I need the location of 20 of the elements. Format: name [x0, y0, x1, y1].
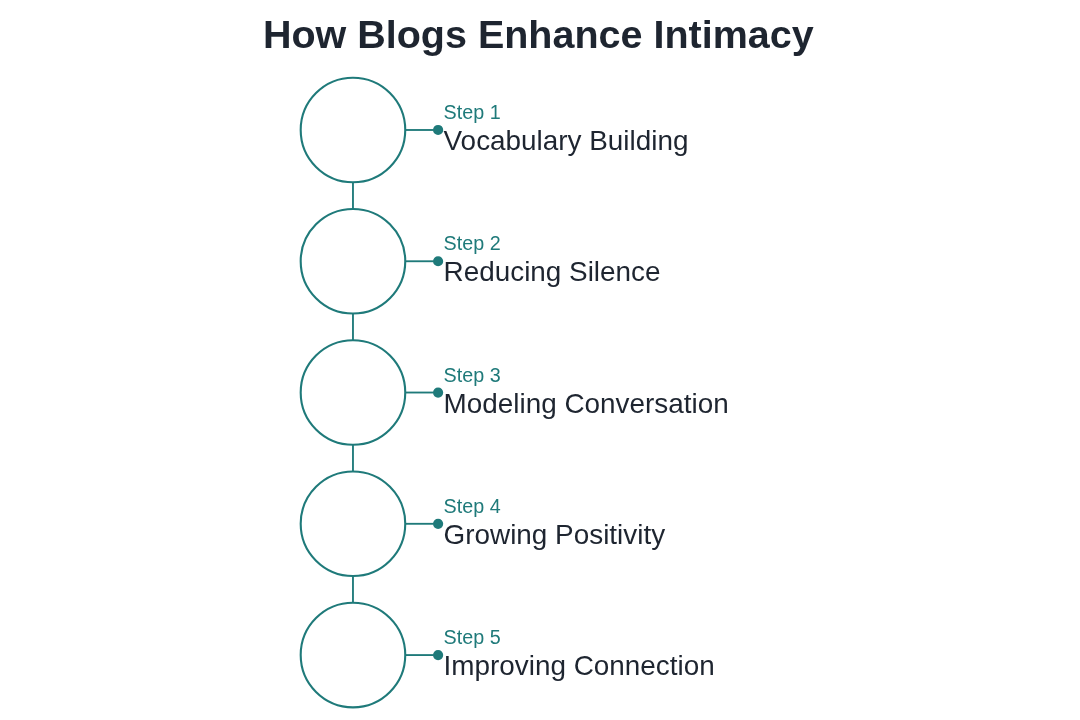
node-circle — [299, 470, 407, 578]
node-text: Step 4 Growing Positivity — [443, 494, 666, 550]
connector — [404, 649, 444, 661]
connector — [404, 518, 444, 529]
connector — [404, 387, 444, 398]
node-circle — [299, 339, 407, 446]
diagram-title: How Blogs Enhance Intimacy — [262, 11, 814, 56]
node-circle — [299, 601, 407, 709]
connector — [352, 181, 354, 210]
connector — [352, 312, 354, 342]
connector — [352, 575, 354, 604]
connector — [404, 124, 444, 136]
node-text: Step 1 Vocabulary Building — [443, 101, 689, 156]
node-circle — [299, 76, 407, 184]
node-circle — [299, 207, 407, 315]
node-text: Step 5 Improving Connection — [443, 626, 715, 682]
node-text: Step 3 Modeling Conversation — [443, 363, 729, 419]
node-text: Step 2 Reducing Silence — [443, 232, 661, 288]
connector — [404, 256, 444, 267]
connector — [352, 444, 354, 473]
